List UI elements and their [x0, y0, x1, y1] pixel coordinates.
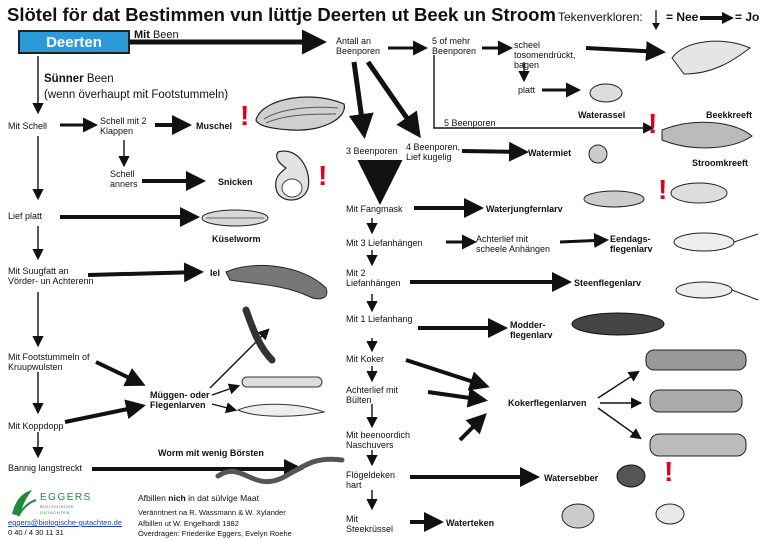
warning-watersebber: !: [664, 456, 674, 487]
leech-illustration: [225, 264, 328, 300]
warning-snicken: !: [318, 160, 328, 191]
node-legcount: Antall an Beenporen: [336, 36, 381, 56]
mussel-illustration: [255, 96, 345, 131]
node-long: Bannig langstreckt: [8, 463, 83, 473]
footer-credit-2: Afbillen ut W. Engelhardt 1982: [138, 519, 239, 528]
beetle-larva-illustration: [655, 503, 685, 525]
footer-note-pre: Afbillen: [138, 493, 166, 503]
svg-text:BIOLOGISCHE: BIOLOGISCHE: [40, 504, 74, 509]
snail-illustration: [275, 150, 310, 201]
caddis-larva-3-illustration: [649, 433, 747, 457]
node-suckers: Mit Suugfatt an Vörder- un Achterenn: [8, 266, 94, 286]
footer-email[interactable]: eggers@biologische-gutachten.de: [8, 518, 122, 527]
result-waterteken: Waterteken: [446, 518, 495, 528]
node-five-more: 5 of mehr Beenporen: [432, 36, 477, 56]
node-crooked-tail: Achterlief mit scheele Anhängen: [476, 234, 551, 254]
node-mask: Mit Fangmask: [346, 204, 403, 214]
node-prolegs: Mit Footstummeln of Kruupwulsten: [8, 352, 90, 372]
mayfly-larva-illustration: [673, 232, 759, 252]
stonefly-larva-illustration: [675, 281, 759, 301]
node-flat-mid: platt: [518, 85, 536, 95]
page-title: Slötel för dat Bestimmen vun lüttje Deer…: [7, 4, 556, 25]
alderfly-larva-illustration: [571, 312, 665, 336]
result-beekkreeft: Beekkreeft: [706, 110, 753, 120]
legend-label: Tekenverkloren:: [558, 10, 643, 24]
node-tails2: Mit 2 Liefanhängen: [346, 268, 401, 288]
svg-text:GUTACHTEN: GUTACHTEN: [40, 510, 70, 515]
result-watersebber: Watersebber: [544, 473, 599, 483]
result-worm: Worm mit wenig Börsten: [158, 448, 264, 458]
worm-illustration: [215, 456, 345, 485]
node-three: 3 Beenporen: [346, 146, 398, 156]
branch-without-legs-note: (wenn överhaupt mit Footstummeln): [44, 89, 229, 101]
result-watermiet: Watermiet: [528, 148, 572, 158]
result-steenflegen: Steenflegenlarv: [574, 278, 642, 288]
result-stroomkreeft: Stroomkreeft: [692, 158, 749, 168]
legend-yes-arrow-icon: [700, 12, 734, 24]
caddis-larva-1-illustration: [645, 349, 747, 371]
node-bulges: Achterlief mit Bülten: [346, 385, 399, 405]
eggers-logo: EGGERS BIOLOGISCHE GUTACHTEN: [12, 490, 92, 517]
warning-muschel: !: [240, 100, 250, 131]
legend-no-arrow-icon: [652, 10, 660, 30]
node-flat: Lief platt: [8, 211, 43, 221]
result-muegg: Müggen- oder Flegenlarven: [150, 390, 210, 410]
result-kuesel: Küselworm: [212, 234, 261, 244]
fly-larva-2-illustration: [236, 403, 326, 417]
warning-waterjungfern: !: [658, 174, 668, 205]
svg-text:EGGERS: EGGERS: [40, 492, 92, 503]
footer-note-post: in dat sülvige Maat: [188, 493, 259, 503]
node-elytra: Flögeldeken hart: [346, 470, 396, 490]
result-iel: Iel: [210, 268, 221, 278]
water-bug-illustration: [561, 503, 595, 529]
branch-without-legs-prefix: Sünner: [44, 73, 84, 85]
branch-without-legs: Been: [86, 73, 114, 85]
footer-note-bold: nich: [168, 493, 186, 503]
node-tail1: Mit 1 Liefanhang: [346, 314, 413, 324]
node-crooked: scheel tosomendrückt, bagen: [514, 40, 576, 70]
branch-with-legs: Been: [152, 29, 179, 41]
node-gills: Mit beenoordich Naschuvers: [346, 430, 411, 450]
node-four: 4 Beenporen, Lief kugelig: [406, 142, 461, 162]
result-koker: Kokerflegenlarven: [508, 398, 587, 408]
dragonfly-larva-illustration: [583, 190, 645, 208]
node-head: Mit Koppdopp: [8, 421, 64, 431]
flatworm-illustration: [201, 209, 269, 227]
footer-credit-1: Veränntnert na R. Wassmann & W. Xylander: [138, 508, 286, 517]
fly-larva-1-illustration: [241, 376, 323, 388]
warning-stroomkreeft: !: [648, 108, 658, 139]
node-five: 5 Beenporen: [444, 118, 496, 128]
result-waterassel: Waterassel: [578, 110, 626, 120]
legend-yes: = Jo: [735, 10, 760, 24]
node-schell-2: Schell mit 2 Klappen: [100, 116, 147, 136]
caddis-larva-2-illustration: [649, 389, 743, 413]
crayfish-amphipod-illustration: [671, 40, 751, 75]
result-snicken: Snicken: [218, 177, 253, 187]
damselfly-larva-illustration: [670, 182, 728, 204]
result-muschel: Muschel: [196, 121, 233, 131]
result-modder: Modder- flegenlarv: [510, 320, 553, 340]
footer-phone: 0 40 / 4 30 11 31: [8, 528, 64, 537]
start-box: Deerten: [18, 30, 130, 54]
watermite-illustration: [588, 144, 608, 164]
result-waterjungfern: Waterjungfernlarv: [486, 204, 563, 214]
node-schell-other: Schell anners: [110, 169, 138, 189]
result-eendags: Eendags- flegenlarv: [610, 234, 653, 254]
footer-credit-3: Överdragen: Friederike Eggers, Evelyn Ro…: [138, 529, 292, 538]
water-beetle-illustration: [616, 464, 646, 488]
node-tails3: Mit 3 Liefanhängen: [346, 238, 423, 248]
node-proboscis: Mit Steekrüssel: [346, 514, 394, 534]
legend-no: = Nee: [666, 10, 699, 24]
node-case: Mit Koker: [346, 354, 385, 364]
crayfish-illustration: [661, 121, 753, 149]
waterlouse-illustration: [589, 83, 623, 103]
midge-larva-illustration: [242, 306, 276, 364]
node-schell: Mit Schell: [8, 121, 48, 131]
branch-with-legs-prefix: Mit: [134, 29, 150, 41]
